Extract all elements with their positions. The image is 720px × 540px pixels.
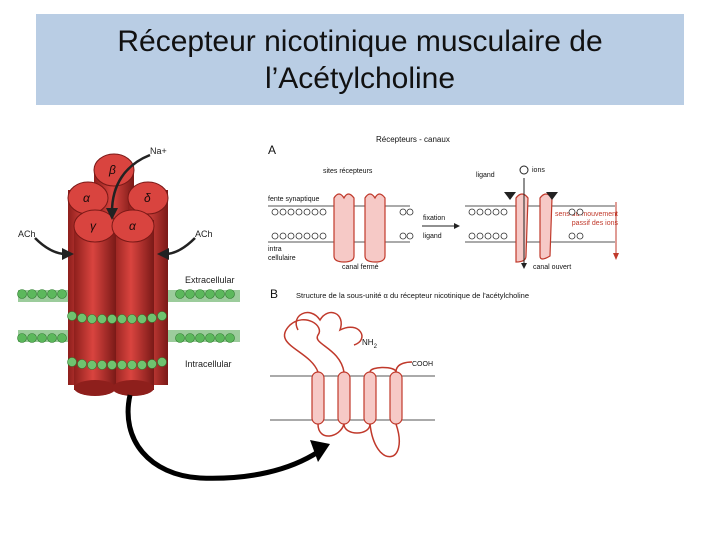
canal-ouvert-label: canal ouvert: [533, 264, 571, 271]
intracellular-loop: [369, 423, 401, 458]
nh2-label: NH2: [362, 338, 378, 350]
ach-right-arrow: [164, 237, 196, 256]
canal-ferme-label: canal fermé: [342, 264, 379, 271]
panel-b-heading: Structure de la sous-unité α du récepteu…: [296, 291, 529, 300]
cooh-label: COOH: [412, 361, 433, 368]
open-channel: [515, 193, 553, 263]
sens-mouvement-label: sens du mouvement: [555, 211, 618, 218]
ach-left-label: ACh: [18, 229, 36, 239]
loop-m3-m4: [369, 366, 397, 373]
ligand-icon-2: [546, 192, 558, 200]
intra-label: intra: [268, 246, 282, 253]
panel-a-lipid-heads: [271, 208, 584, 240]
extracellular-loop: [283, 319, 345, 373]
subunit-label-beta: β: [108, 163, 116, 177]
fixation-label: fixation: [423, 215, 445, 222]
cellulaire-label: cellulaire: [268, 255, 296, 262]
subunit-label-delta: δ: [144, 191, 151, 205]
receptor-3d-illustration: β α δ γ α Na+ ACh ACh Extracellular Intr…: [17, 146, 240, 396]
panel-a-heading: Récepteurs - canaux: [376, 135, 450, 144]
na-arrow: [110, 153, 151, 213]
ach-left-arrow: [34, 237, 67, 256]
panel-a-letter: A: [268, 143, 276, 157]
loop-m2-m3: [343, 423, 371, 434]
panel-b-letter: B: [270, 287, 278, 301]
title-banner: Récepteur nicotinique musculaire de l’Ac…: [36, 14, 684, 105]
ion-icon: [519, 165, 529, 175]
panel-b-membrane: [270, 375, 435, 421]
subunit-helices: [311, 371, 403, 425]
subunit-label-alpha-1: α: [83, 191, 91, 205]
closed-channel: [333, 193, 386, 263]
na-label: Na+: [150, 146, 167, 156]
c-terminal: [395, 361, 413, 373]
subunit-label-alpha-2: α: [129, 219, 137, 233]
subunit-label-gamma: γ: [90, 219, 97, 233]
passif-ions-label: passif des ions: [572, 220, 619, 227]
ach-right-label: ACh: [195, 229, 213, 239]
fente-synaptique-label: fente synaptique: [268, 196, 319, 203]
sites-recepteurs-label: sites récepteurs: [323, 168, 373, 175]
ligand-top-label: ligand: [476, 172, 495, 179]
intracellular-label: Intracellular: [185, 359, 232, 369]
ions-label: ions: [532, 167, 545, 174]
channel-schematic: A Récepteurs - canaux sites récepteurs f…: [268, 135, 619, 458]
loop-m1-m2: [317, 423, 345, 437]
extracellular-label: Extracellular: [185, 275, 235, 285]
title-line-1: Récepteur nicotinique musculaire de: [117, 24, 603, 58]
ligand-icon-1: [504, 192, 516, 200]
n-terminal-domain: [295, 311, 363, 346]
ligand-mid-label: ligand: [423, 233, 442, 240]
title-line-2: l’Acétylcholine: [264, 61, 456, 95]
membrane-beads-front: [67, 311, 167, 370]
